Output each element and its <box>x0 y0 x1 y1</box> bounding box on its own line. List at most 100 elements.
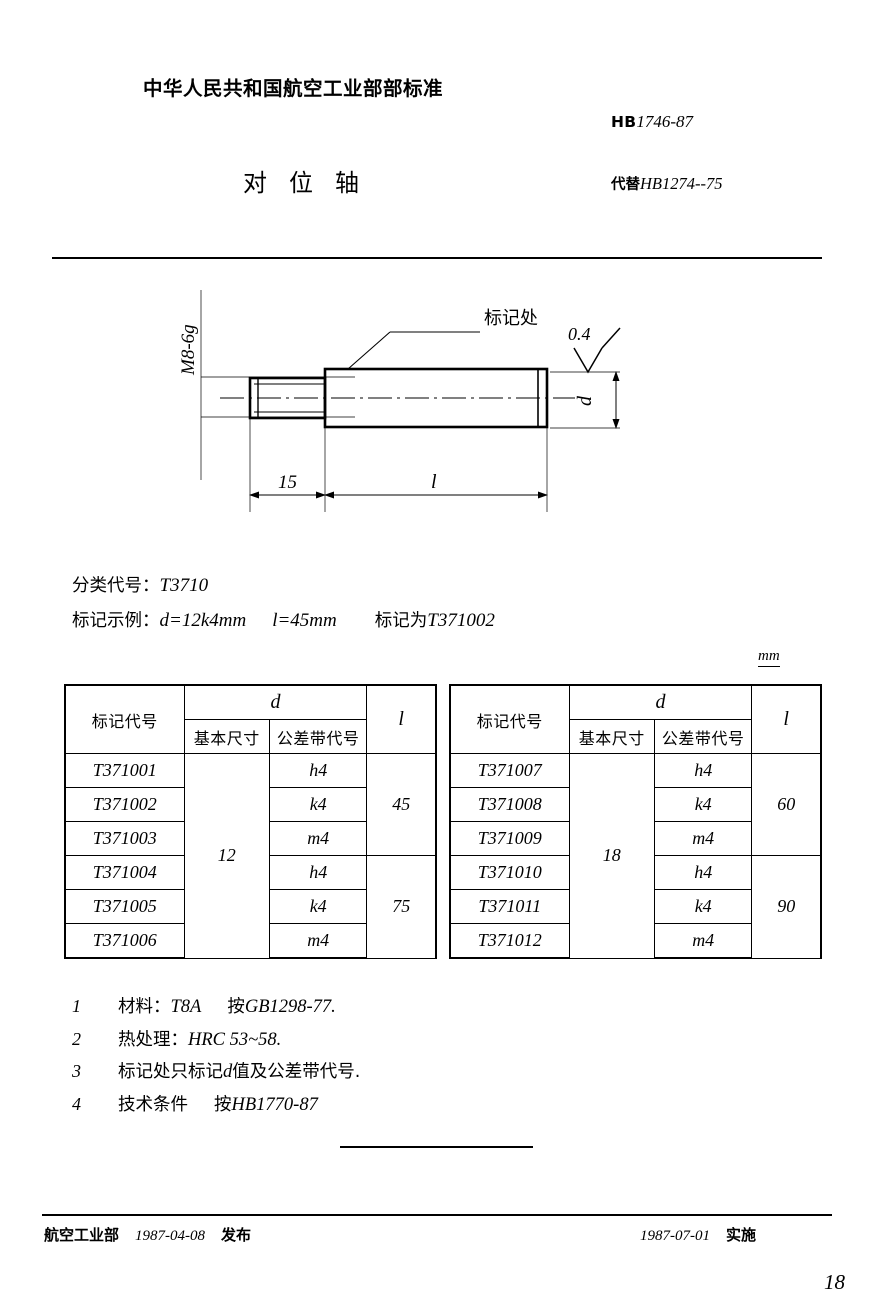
note-text: 标记处只标记d值及公差带代号. <box>118 1058 360 1083</box>
note-item: 2 热处理：HRC 53~58. <box>72 1026 672 1051</box>
header-row-1-left: 标记代号 d l <box>63 684 438 754</box>
note-text: 技术条件 按HB1770-87 <box>118 1091 318 1116</box>
spec-table-right: 标记代号 d l 基本尺寸 公差带代号 T371007 18 h4 60 T37… <box>448 684 823 959</box>
note-per-label: 按 <box>227 997 245 1017</box>
example-diameter-value: d=12k4mm <box>159 610 247 631</box>
table-row: T371005 k4 <box>63 889 436 924</box>
col-header-code: 标记代号 <box>63 684 185 754</box>
shaft-drawing-svg: M8-6g 标记处 0.4 d 15 l <box>178 290 621 512</box>
cell-code: T371004 <box>63 855 185 890</box>
table-head-left: 标记代号 d l 基本尺寸 公差带代号 <box>63 684 438 754</box>
cell-tolerance: m4 <box>268 821 368 856</box>
cell-code: T371006 <box>63 923 185 959</box>
standard-prefix: HB <box>611 113 637 131</box>
note-item: 4 技术条件 按HB1770-87 <box>72 1091 672 1116</box>
table-row: T371010 h4 90 <box>448 855 823 959</box>
replaces-value: HB1274--75 <box>640 174 723 193</box>
ministry-standard-heading: 中华人民共和国航空工业部部标准 <box>143 77 444 100</box>
note-number: 1 <box>72 996 81 1016</box>
table-row: T371009 m4 <box>448 821 821 856</box>
note-text-cn: 技术条件 <box>118 1094 188 1115</box>
cell-tolerance: h4 <box>653 753 753 788</box>
table-row: T371011 k4 <box>448 889 821 924</box>
cell-code: T371008 <box>448 787 570 822</box>
col-header-code: 标记代号 <box>448 684 570 754</box>
note-number: 3 <box>72 1061 81 1081</box>
table-row: T371001 12 h4 45 <box>63 753 438 959</box>
header-row-1-right: 标记代号 d l <box>448 684 823 754</box>
col-header-length: l <box>366 684 438 754</box>
note-material-value: T8A <box>170 997 202 1017</box>
note-item: 3 标记处只标记d值及公差带代号. <box>72 1058 672 1083</box>
cell-basic-size: 12 <box>183 753 271 959</box>
note-text-cn: 材料 <box>118 997 153 1017</box>
replaces-line: 代替HB1274--75 <box>611 173 722 194</box>
col-header-tolerance: 公差带代号 <box>268 719 368 754</box>
cell-tolerance: k4 <box>653 889 753 924</box>
standard-number-value: 1746-87 <box>636 112 694 131</box>
note-text: 材料：T8A 按GB1298-77. <box>118 993 336 1018</box>
technical-drawing: M8-6g 标记处 0.4 d 15 l <box>150 280 670 525</box>
unit-label: mm <box>758 648 780 667</box>
table-separator <box>437 684 449 959</box>
table-body-right: T371007 18 h4 60 T371008 k4 T371009 m4 T… <box>448 753 823 959</box>
marking-example-label: 标记示例 <box>72 611 142 631</box>
cell-code: T371009 <box>448 821 570 856</box>
col-header-d: d <box>568 684 753 720</box>
table-row: T371003 m4 <box>63 821 436 856</box>
header-divider <box>52 257 822 259</box>
note-hardness-value: HRC 53~58. <box>188 1029 282 1050</box>
col-header-basic-size: 基本尺寸 <box>568 719 656 754</box>
header-row-2-left: 基本尺寸 公差带代号 <box>65 719 436 754</box>
cell-tolerance: h4 <box>268 855 368 890</box>
table-row: T371008 k4 <box>448 787 821 822</box>
cell-tolerance: k4 <box>268 787 368 822</box>
table-row: T371006 m4 <box>63 923 436 959</box>
header-row-2-right: 基本尺寸 公差带代号 <box>450 719 821 754</box>
classification-code-label: 分类代号 <box>72 576 142 596</box>
footer-issue-date: 1987-04-08 <box>135 1228 206 1244</box>
cell-length: 90 <box>751 855 823 959</box>
cell-tolerance: m4 <box>268 923 368 959</box>
note-number: 4 <box>72 1093 81 1114</box>
note-reference-std: GB1298-77. <box>244 997 336 1017</box>
note-separator: ： <box>153 997 171 1017</box>
col-header-basic-size: 基本尺寸 <box>183 719 271 754</box>
specification-tables: 标记代号 d l 基本尺寸 公差带代号 T371001 12 h4 45 T37… <box>63 684 823 959</box>
standard-number: HB1746-87 <box>611 112 693 132</box>
example-mark-value: T371002 <box>427 610 495 631</box>
footer-effective-action: 实施 <box>726 1226 757 1244</box>
col-header-length: l <box>751 684 823 754</box>
cell-code: T371005 <box>63 889 185 924</box>
cell-tolerance: m4 <box>653 923 753 959</box>
note-text: 热处理：HRC 53~58. <box>118 1026 281 1051</box>
notes-divider <box>340 1146 533 1148</box>
table-row: T371007 18 h4 60 <box>448 753 823 959</box>
cell-length: 45 <box>366 753 438 856</box>
cell-length: 60 <box>751 753 823 856</box>
spec-table-left: 标记代号 d l 基本尺寸 公差带代号 T371001 12 h4 45 T37… <box>63 684 438 959</box>
footer-effective-date: 1987-07-01 <box>640 1228 710 1244</box>
note-per-label: 按 <box>214 1094 232 1115</box>
example-mark-label: 标记为 <box>374 611 428 631</box>
colon-2: ： <box>142 611 160 631</box>
col-header-d: d <box>183 684 368 720</box>
cell-tolerance: k4 <box>653 787 753 822</box>
classification-code-value: T3710 <box>159 575 209 596</box>
cell-basic-size: 18 <box>568 753 656 959</box>
note-reference-std: HB1770-87 <box>231 1094 318 1115</box>
cell-length: 75 <box>366 855 438 959</box>
table-row: T371012 m4 <box>448 923 821 959</box>
colon-1: ： <box>142 576 160 596</box>
cell-tolerance: m4 <box>653 821 753 856</box>
body-length-dimension: l <box>431 471 437 493</box>
cell-code: T371011 <box>448 889 570 924</box>
note-text-cn-2: 值及公差带代号. <box>232 1062 361 1082</box>
note-number: 2 <box>72 1028 81 1049</box>
cell-code: T371007 <box>448 753 570 788</box>
diameter-dimension-label: d <box>574 395 596 406</box>
thread-length-dimension: 15 <box>278 472 297 493</box>
